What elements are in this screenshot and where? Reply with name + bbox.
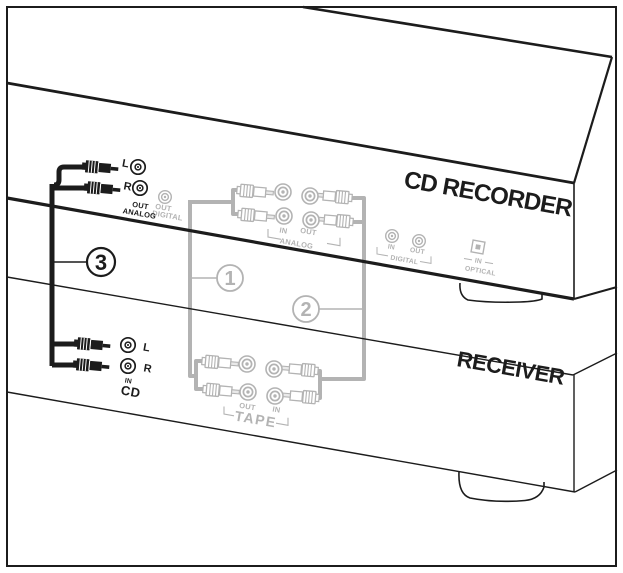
analog-out-l-label: L [121,158,130,171]
digital-io-group-label: DIGITAL [390,255,419,267]
cd-recorder-label: CD RECORDER [402,166,574,222]
rca-jack-tape-out-l [238,355,256,373]
recorder-corner-bottom-edge [573,286,618,300]
rca-jack-cd-in-r [119,357,137,375]
rca-plug-gray-icon [236,207,276,224]
optical-port-icon [470,239,486,255]
rca-jack-analog-out-r [131,179,149,197]
receiver-corner-bottom-edge [574,469,618,493]
cable-3-cd [49,159,122,374]
cd-in-caption-line2: CD [120,382,142,400]
rca-jack-cd-in-l [119,336,137,354]
callout-2-circle [292,295,320,323]
rca-jack-tape-in-l [265,360,283,378]
callout-2: 2 [292,295,364,323]
optical-label-line2: OPTICAL [464,265,496,277]
cable-1-receiver-bracket [194,359,203,391]
rca-jack-analog-in-l [274,183,292,201]
rca-plug-gray-icon [200,354,240,371]
tape-out-label: OUT [239,401,257,413]
receiver-foot [458,471,545,503]
optical-bracket-right [484,261,494,265]
rca-plug-gray-icon [314,188,354,205]
callout-1-circle [216,264,244,292]
receiver-bottom-edge [6,391,576,493]
analog-io-in-label: IN [279,225,288,235]
digital-out-label-line2: DIGITAL [151,208,183,222]
rca-plug-black-icon [82,180,122,197]
callout-1: 1 [190,264,244,292]
analog-out-caption-line1: OUT [132,200,150,212]
callout-3: 3 [52,246,117,278]
rca-jack-analog-out2-l [301,187,319,205]
rca-jack-analog-in-r [275,207,293,225]
cable-3-branch-top-l [53,164,86,188]
cable-2-analog-out [280,188,366,405]
digital-io-bracket-right [419,256,432,264]
rca-plug-gray-icon [201,382,241,399]
rca-plug-black-icon [71,357,111,374]
recorder-panel-bottom-edge [6,196,575,301]
diagram-frame [6,6,617,567]
rca-plug-gray-icon [280,361,320,378]
rca-plug-black-icon [72,336,112,353]
rca-jack-analog-out-l [129,158,147,176]
callout-3-number: 3 [95,250,107,275]
receiver-label: RECEIVER [455,346,567,390]
recorder-corner-edge [572,56,614,184]
digital-out-label-line1: OUT [155,202,173,214]
cd-recorder-foot [459,282,543,304]
receiver-outline [6,276,618,493]
cable-2-trunk [320,220,366,381]
receiver-corner-top-edge [572,352,618,376]
analog-io-bracket-left [267,229,282,240]
digital-io-bracket-left [376,247,389,257]
recorder-top-back-edge [302,5,613,59]
tape-in-label: IN [272,404,281,414]
rca-plug-gray-icon [281,388,321,405]
tape-bracket-left [223,406,235,417]
receiver-top-edge [6,276,574,376]
optical-bracket-left [463,258,473,261]
rca-plug-gray-icon [315,212,355,229]
callout-3-circle [85,246,117,278]
tape-group-label: TAPE [234,408,278,431]
analog-out-r-label: R [123,180,133,193]
rca-jack-tape-out-r [239,383,257,401]
cd-in-r-label: R [143,362,153,375]
rca-jack-tape-in-r [266,387,284,405]
rca-jack-digital-in2 [385,228,399,244]
callout-2-number: 2 [300,299,311,321]
digital-io-in-label: IN [387,243,395,251]
rca-jack-digital-out2 [412,233,426,249]
cd-in-l-label: L [142,342,151,355]
rca-plug-black-icon [80,159,120,176]
rca-plug-gray-icon [235,183,275,200]
recorder-panel-top-edge [6,81,575,185]
digital-io-out-label: OUT [409,247,426,257]
cd-recorder-outline [6,5,618,301]
tape-bracket-right [275,417,289,426]
cd-in-caption-line1: IN [124,377,132,385]
cable-2-recorder-bracket [352,196,366,224]
rca-jack-digital-out [157,189,173,205]
analog-io-bracket-right [326,237,341,247]
optical-label-line1: IN [474,257,482,265]
analog-io-out-label: OUT [300,226,318,238]
callout-1-number: 1 [224,268,235,290]
cable-1-analog-in [188,183,276,399]
